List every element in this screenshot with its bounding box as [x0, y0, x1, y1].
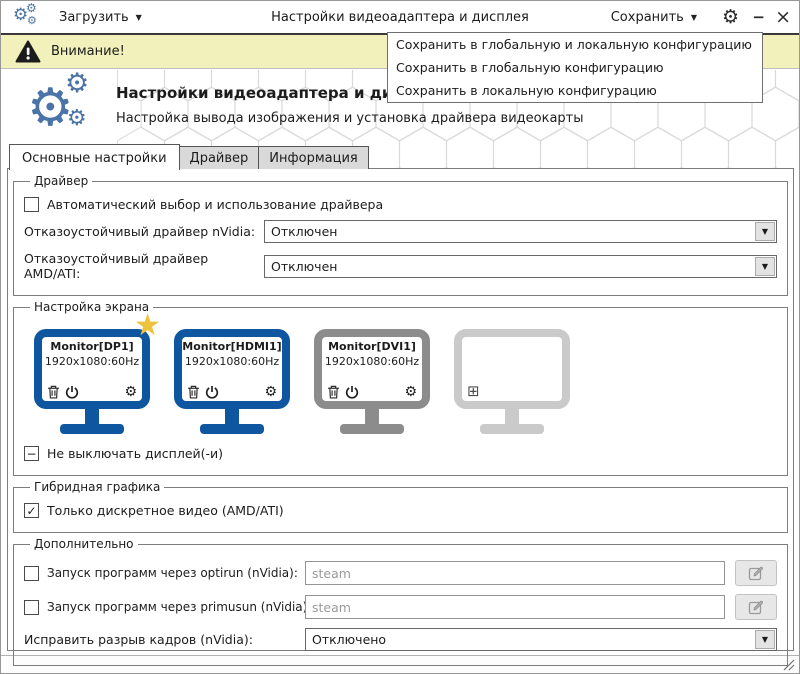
- load-button[interactable]: Загрузить ▼: [53, 6, 148, 29]
- auto-driver-checkbox[interactable]: [24, 197, 39, 212]
- monitor-resolution: 1920x1080:60Hz: [184, 355, 280, 368]
- monitor-card-dp1[interactable]: ★ Monitor[DP1] 1920x1080:60Hz ⚙: [34, 311, 161, 434]
- monitor-resolution: 1920x1080:60Hz: [324, 355, 420, 368]
- tab-bar: Основные настройки Драйвер Информация: [9, 143, 369, 170]
- power-icon[interactable]: [345, 385, 359, 399]
- trash-icon[interactable]: [327, 385, 340, 399]
- tab-driver[interactable]: Драйвер: [179, 146, 260, 169]
- screen-group: Настройка экрана ★ Monitor[DP1] 1920x108…: [13, 300, 788, 476]
- check-icon: ✓: [26, 503, 37, 518]
- monitor-gear-icon[interactable]: ⚙: [404, 384, 417, 400]
- optirun-checkbox[interactable]: [24, 565, 39, 581]
- power-icon[interactable]: [65, 385, 79, 399]
- dropdown-arrow-button: ▼: [755, 256, 775, 276]
- driver-group-title: Драйвер: [34, 174, 89, 188]
- save-button[interactable]: Сохранить ▼: [605, 6, 703, 29]
- primusun-checkbox[interactable]: [24, 599, 39, 615]
- titlebar: ⚙ ⚙ ⚙ Загрузить ▼ Настройки видеоадаптер…: [1, 1, 799, 33]
- dropdown-arrow-button: ▼: [755, 630, 775, 649]
- gears-illustration-icon: ⚙ ⚙ ⚙: [27, 70, 91, 138]
- settings-gear-button[interactable]: ⚙: [721, 6, 739, 28]
- gear-icon: ⚙: [27, 14, 37, 27]
- discrete-only-checkbox[interactable]: ✓: [24, 503, 39, 518]
- monitor-list: ★ Monitor[DP1] 1920x1080:60Hz ⚙: [34, 311, 777, 434]
- primusun-label: Запуск программ через primusun (nVidia):: [47, 600, 312, 614]
- keep-display-on-label: Не выключать дисплей(-и): [47, 446, 224, 461]
- tab-content: Драйвер Автоматический выбор и использов…: [7, 168, 794, 666]
- chevron-down-icon: ▼: [761, 227, 769, 236]
- primusun-edit-button[interactable]: [735, 594, 777, 620]
- indeterminate-dash-icon: −: [26, 446, 37, 461]
- monitor-gear-icon[interactable]: ⚙: [124, 384, 137, 400]
- amd-failsafe-label: Отказоустойчивый драйвер AMD/ATI:: [24, 251, 209, 281]
- screen-group-title: Настройка экрана: [34, 300, 150, 314]
- chevron-down-icon: ▼: [690, 12, 697, 22]
- gear-icon: ⚙: [65, 68, 90, 99]
- tearfix-select[interactable]: Отключено ▼: [305, 628, 777, 651]
- optirun-input[interactable]: [305, 561, 725, 585]
- close-button[interactable]: ×: [775, 6, 791, 28]
- save-button-label: Сохранить: [610, 9, 684, 25]
- trash-icon[interactable]: [187, 385, 200, 399]
- resize-grip[interactable]: [782, 658, 795, 671]
- add-monitor-icon[interactable]: ⊞: [467, 382, 480, 400]
- amd-failsafe-select[interactable]: Отключен ▼: [264, 254, 777, 278]
- hybrid-group: Гибридная графика ✓ Только дискретное ви…: [13, 480, 788, 533]
- amd-failsafe-value: Отключен: [271, 258, 338, 274]
- gear-icon: ⚙: [67, 106, 87, 131]
- chevron-down-icon: ▼: [135, 12, 142, 22]
- monitor-gear-icon[interactable]: ⚙: [264, 384, 277, 400]
- menu-item-save-local[interactable]: Сохранить в локальную конфигурацию: [396, 83, 657, 98]
- edit-pencil-icon: [748, 600, 763, 615]
- minimize-button[interactable]: −: [752, 8, 765, 26]
- tab-information[interactable]: Информация: [259, 146, 369, 169]
- monitor-card-dvi1[interactable]: Monitor[DVI1] 1920x1080:60Hz ⚙: [314, 329, 430, 434]
- primary-star-icon: ★: [134, 308, 161, 343]
- menu-item-save-global-and-local[interactable]: Сохранить в глобальную и локальную конфи…: [396, 37, 752, 52]
- trash-icon[interactable]: [47, 385, 60, 399]
- primusun-input[interactable]: [305, 595, 725, 619]
- tearfix-value: Отключено: [312, 632, 387, 647]
- auto-driver-label: Автоматический выбор и использование дра…: [47, 197, 384, 212]
- gear-icon: ⚙: [13, 5, 29, 25]
- gear-icon: ⚙: [27, 78, 74, 138]
- status-bar: [1, 655, 799, 673]
- extra-group: Дополнительно Запуск программ через opti…: [13, 537, 788, 666]
- nvidia-failsafe-select[interactable]: Отключен ▼: [264, 220, 777, 243]
- monitor-name: Monitor[DP1]: [50, 340, 134, 353]
- monitor-name: Monitor[HDMI1]: [182, 340, 282, 353]
- power-icon[interactable]: [205, 385, 219, 399]
- load-button-label: Загрузить: [59, 9, 129, 25]
- optirun-label: Запуск программ через optirun (nVidia):: [47, 566, 298, 580]
- nvidia-failsafe-value: Отключен: [271, 224, 338, 239]
- discrete-only-label: Только дискретное видео (AMD/ATI): [47, 503, 284, 518]
- page-subtitle: Настройка вывода изображения и установка…: [116, 111, 584, 126]
- warning-text: Внимание!: [51, 44, 125, 59]
- monitor-name: Monitor[DVI1]: [328, 340, 416, 353]
- keep-display-on-checkbox[interactable]: −: [24, 446, 39, 461]
- optirun-edit-button[interactable]: [735, 560, 777, 586]
- save-dropdown-menu: Сохранить в глобальную и локальную конфи…: [387, 32, 763, 103]
- tab-main-settings[interactable]: Основные настройки: [9, 144, 180, 170]
- monitor-card-hdmi1[interactable]: Monitor[HDMI1] 1920x1080:60Hz ⚙: [174, 329, 290, 434]
- page-title: Настройки видеоадаптера и дисплея: [116, 84, 443, 102]
- window-title: Настройки видеоадаптера и дисплея: [271, 9, 529, 25]
- nvidia-failsafe-label: Отказоустойчивый драйвер nVidia:: [24, 224, 256, 239]
- edit-pencil-icon: [748, 566, 763, 581]
- dropdown-arrow-button: ▼: [755, 222, 775, 241]
- hybrid-group-title: Гибридная графика: [34, 480, 161, 494]
- monitor-resolution: 1920x1080:60Hz: [44, 355, 140, 368]
- chevron-down-icon: ▼: [761, 261, 769, 271]
- extra-group-title: Дополнительно: [34, 537, 134, 551]
- chevron-down-icon: ▼: [761, 635, 769, 644]
- driver-group: Драйвер Автоматический выбор и использов…: [13, 174, 788, 296]
- monitor-card-empty[interactable]: ⊞: [454, 329, 570, 434]
- menu-item-save-global[interactable]: Сохранить в глобальную конфигурацию: [396, 60, 664, 75]
- app-logo-gears-icon: ⚙ ⚙ ⚙: [13, 1, 41, 29]
- warning-triangle-icon: [15, 40, 41, 63]
- page-header: ⚙ ⚙ ⚙ Настройки видеоадаптера и дисплея …: [1, 70, 799, 168]
- gear-icon: ⚙: [26, 1, 37, 15]
- tearfix-label: Исправить разрыв кадров (nVidia):: [24, 632, 253, 647]
